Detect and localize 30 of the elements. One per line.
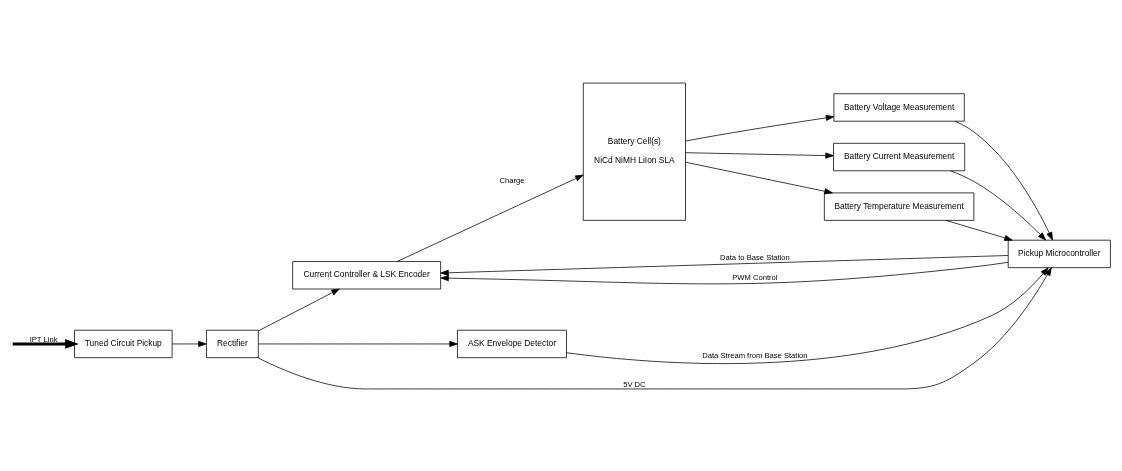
arrow <box>950 169 1047 240</box>
edge-label: Charge <box>499 175 525 185</box>
node-box: Battery Cell(s) NiCd NiMH LiIon SLA <box>582 82 686 221</box>
arrow <box>257 266 1052 389</box>
arrow <box>954 120 1053 240</box>
node-box: ASK Envelope Detector <box>457 329 567 358</box>
edge-label: PWM Control <box>732 272 778 282</box>
edge-label: Data to Base Station <box>720 252 790 262</box>
arrow <box>945 219 1013 241</box>
node-box: Tuned Circuit Pickup <box>74 329 173 358</box>
arrow <box>440 254 1009 276</box>
node-box: Current Controller & LSK Encoder <box>292 260 441 289</box>
arrow <box>685 114 835 141</box>
arrow <box>440 261 1009 284</box>
node-box: Pickup Microcontroller <box>1007 239 1111 268</box>
arrow <box>685 151 834 159</box>
edge-label: 5V DC <box>623 379 646 389</box>
arrow <box>171 340 207 347</box>
arrow <box>258 340 458 347</box>
arrow <box>258 288 340 331</box>
node-box: Rectifier <box>206 329 259 358</box>
edge-label: Data Stream from Base Station <box>702 350 808 360</box>
arrow <box>566 266 1049 364</box>
arrow <box>685 161 833 194</box>
node-box: Battery Current Measurement <box>833 142 966 171</box>
arrow <box>396 174 584 262</box>
node-box: Battery Temperature Measurement <box>823 192 975 221</box>
node-box: Battery Voltage Measurement <box>833 92 965 122</box>
edge-label: IPT Link <box>29 334 58 344</box>
arrow <box>12 338 79 349</box>
